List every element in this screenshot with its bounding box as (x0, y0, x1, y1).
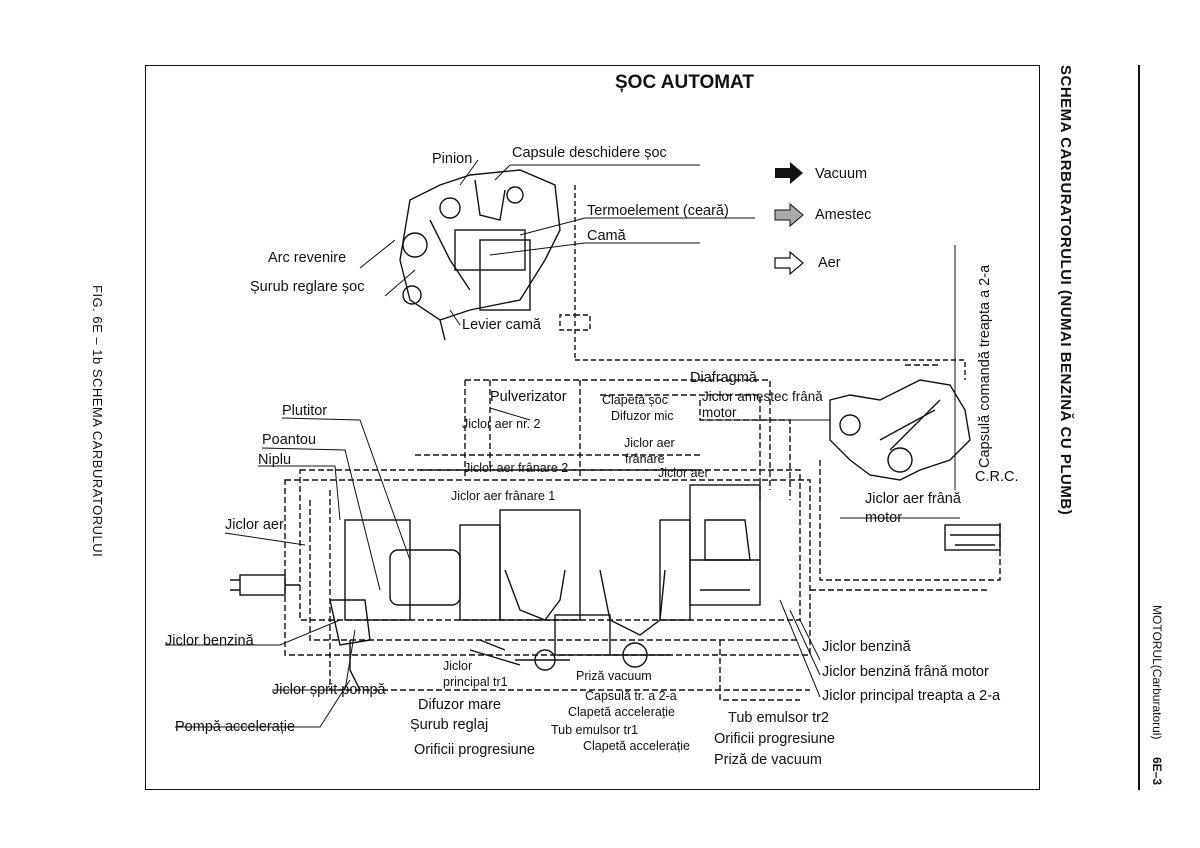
label-arc-revenire: Arc revenire (268, 250, 347, 266)
label-clapeta-acceleratie-2: Clapetă accelerație (583, 739, 691, 753)
label-motor-2: motor (865, 510, 903, 526)
label-difuzor-mare: Difuzor mare (418, 697, 501, 713)
label-jiclor-aer-frana: Jiclor aer frână (865, 491, 961, 507)
label-pulverizator: Pulverizator (490, 389, 567, 405)
label-jiclor-aer-franare-1: Jiclor aer frânare 1 (451, 489, 556, 503)
label-poantou: Poantou (262, 432, 317, 448)
label-jiclor: Jiclor (443, 659, 473, 673)
label-orificii-progresiune-2: Orificii progresiune (714, 731, 835, 747)
label-capsula-comanda: Capsulă comandă treapta a 2-a (977, 264, 993, 468)
label-jiclor-benzina-right: Jiclor benzină (822, 639, 911, 655)
label-jiclor-principal-tr2: Jiclor principal treapta a 2-a (822, 688, 1001, 704)
label-priza-de-vacuum: Priză de vacuum (714, 752, 822, 768)
label-pompa: Pompă accelerație (175, 719, 296, 735)
label-jiclor-aer-frana-text: Jiclor aer (624, 436, 675, 450)
label-jiclor-sprit: Jiclor șprit pompă (272, 682, 386, 698)
label-levier-cama: Levier camă (462, 317, 541, 333)
label-niplu: Niplu (258, 452, 292, 468)
label-tub-emulsor-tr1: Tub emulsor tr1 (551, 723, 639, 737)
label-jiclor-benzina-frana: Jiclor benzină frână motor (822, 664, 989, 680)
label-clapeta-soc: Clapetă șoc (602, 393, 669, 407)
label-principal-tr1: principal tr1 (443, 675, 508, 689)
label-capsule: Capsule deschidere șoc (512, 145, 667, 161)
carburetor-body (230, 484, 761, 691)
label-tub-emulsor-tr2: Tub emulsor tr2 (728, 710, 829, 726)
crc-mechanism (829, 379, 1001, 551)
label-priza-vacuum: Priză vacuum (576, 669, 652, 683)
label-termoelement: Termoelement (ceară) (587, 203, 729, 219)
label-cama: Camă (587, 228, 626, 244)
legend-vacuum: Vacuum (815, 166, 868, 182)
label-crc: C.R.C. (975, 469, 1019, 485)
label-jiclor-amestec: Jiclor amestec frână (702, 389, 823, 404)
page-rule (1138, 65, 1140, 790)
label-diafragma: Diafragmă (690, 370, 757, 386)
label-jiclor-aer: Jiclor aer (225, 517, 284, 533)
label-franare: frânare (625, 452, 665, 466)
label-orificii-progresiune-1: Orificii progresiune (414, 742, 535, 758)
label-difuzor-mic: Difuzor mic (611, 409, 674, 423)
label-clapeta-acceleratie-1: Clapetă accelerație (568, 705, 676, 719)
page-title: ȘOC AUTOMAT (615, 72, 754, 93)
figure-frame (145, 65, 1040, 790)
label-jiclor-aer-franare-2: Jiclor aer frânare 2 (464, 461, 569, 475)
label-surub-soc: Șurub reglare șoc (250, 279, 365, 295)
label-surub-reglaj: Șurub reglaj (410, 717, 489, 733)
label-jiclor-aer-short: Jiclor aer (658, 466, 709, 480)
label-pinion: Pinion (432, 151, 473, 167)
label-jiclor-benzina: Jiclor benzină (165, 633, 254, 649)
label-capsula-tr2: Capsulă tr. a 2-a (585, 689, 677, 703)
choke-mechanism (399, 169, 561, 341)
legend-amestec: Amestec (815, 207, 872, 223)
label-plutitor: Plutitor (282, 403, 328, 419)
label-jiclor-aer-nr2: Jiclor aer nr. 2 (462, 417, 541, 431)
legend-aer: Aer (818, 255, 841, 271)
label-motor-1: motor (702, 405, 737, 420)
